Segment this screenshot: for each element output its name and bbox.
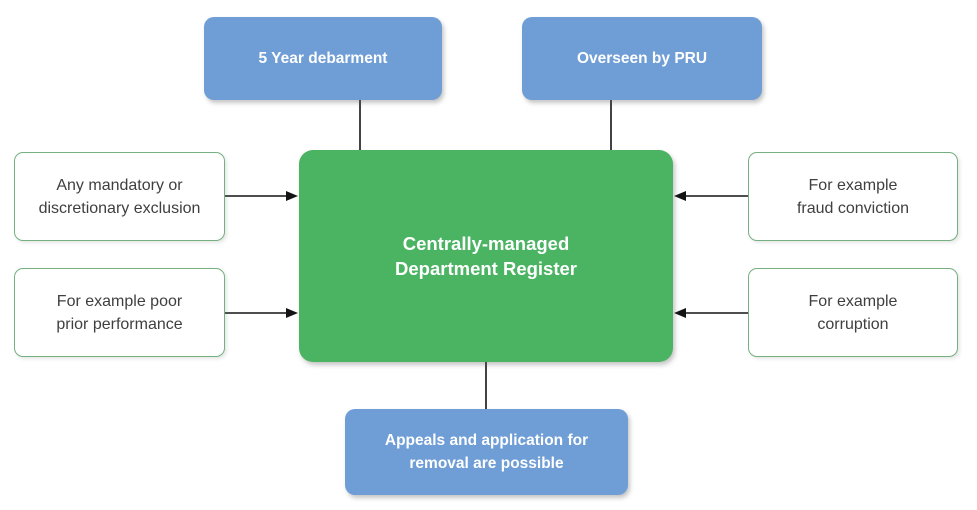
node-label: For example corruption: [809, 290, 898, 336]
node-label-line: Centrally-managed: [402, 233, 570, 254]
node-label-line: For example poor: [56, 292, 183, 310]
node-label-line: corruption: [817, 315, 889, 333]
node-label-line: fraud conviction: [796, 199, 910, 217]
connector-right-bottom-arrow: [674, 308, 748, 318]
node-appeals-and-application-for-removal: Appeals and application for removal are …: [345, 409, 628, 495]
node-label-line: For example: [808, 292, 898, 310]
node-label: For example fraud conviction: [797, 174, 909, 220]
node-label: Centrally-managed Department Register: [395, 231, 577, 281]
node-label: For example poor prior performance: [56, 290, 182, 336]
connector-left-bottom-arrow: [225, 308, 298, 318]
node-label: Any mandatory or discretionary exclusion: [39, 174, 201, 220]
node-label-line: removal are possible: [409, 455, 564, 472]
node-for-example-corruption: For example corruption: [748, 268, 958, 357]
node-label-line: Department Register: [395, 258, 577, 279]
node-for-example-poor-prior-performance: For example poor prior performance: [14, 268, 225, 357]
node-label-line: Any mandatory or: [56, 176, 183, 194]
connector-right-top-arrow: [674, 191, 748, 201]
node-label: 5 Year debarment: [259, 47, 388, 70]
node-label-line: For example: [808, 176, 898, 194]
node-centrally-managed-department-register: Centrally-managed Department Register: [299, 150, 673, 362]
node-label-line: prior performance: [56, 315, 183, 333]
node-label-line: 5 Year debarment: [258, 50, 388, 67]
node-any-mandatory-or-discretionary-exclusion: Any mandatory or discretionary exclusion: [14, 152, 225, 241]
node-label-line: discretionary exclusion: [38, 199, 201, 217]
node-label: Appeals and application for removal are …: [385, 429, 588, 475]
node-5-year-debarment: 5 Year debarment: [204, 17, 442, 100]
node-label-line: Overseen by PRU: [576, 50, 708, 67]
node-for-example-fraud-conviction: For example fraud conviction: [748, 152, 958, 241]
node-label: Overseen by PRU: [577, 47, 707, 70]
node-overseen-by-pru: Overseen by PRU: [522, 17, 762, 100]
connector-left-top-arrow: [225, 191, 298, 201]
node-label-line: Appeals and application for: [384, 432, 589, 449]
